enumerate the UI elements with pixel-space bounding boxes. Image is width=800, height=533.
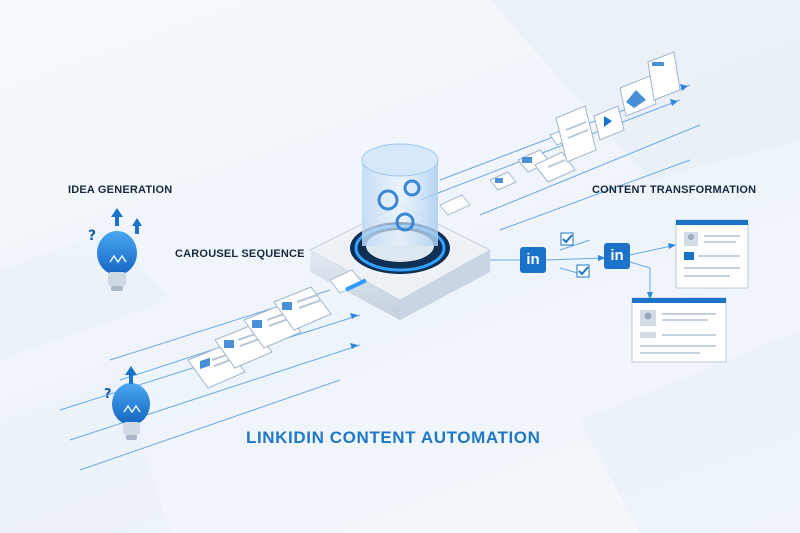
linkedin-post-card bbox=[631, 297, 727, 363]
gear-icon bbox=[377, 179, 421, 232]
arrow-heads bbox=[350, 84, 688, 349]
check-icon bbox=[560, 232, 574, 246]
carousel-slides bbox=[187, 286, 332, 389]
carousel-sequence-label: CAROUSEL SEQUENCE bbox=[175, 248, 305, 260]
carousel-slide bbox=[273, 286, 332, 331]
linkedin-logo-icon: in bbox=[520, 247, 546, 273]
lightbulb-icon: ? bbox=[88, 208, 142, 291]
content-transformation-label: CONTENT TRANSFORMATION bbox=[592, 184, 757, 196]
linkedin-post-card bbox=[675, 219, 749, 289]
lightbulb-icon: ? bbox=[104, 366, 150, 440]
automation-engine bbox=[308, 143, 492, 320]
page-title: LINKIDIN CONTENT AUTOMATION bbox=[246, 428, 541, 447]
content-cards bbox=[489, 51, 681, 191]
linkedin-logo-icon: in bbox=[604, 243, 630, 269]
svg-text:?: ? bbox=[104, 387, 112, 402]
idea-generation-label: IDEA GENERATION bbox=[68, 184, 173, 196]
svg-text:?: ? bbox=[88, 228, 96, 244]
check-icon bbox=[576, 264, 590, 278]
